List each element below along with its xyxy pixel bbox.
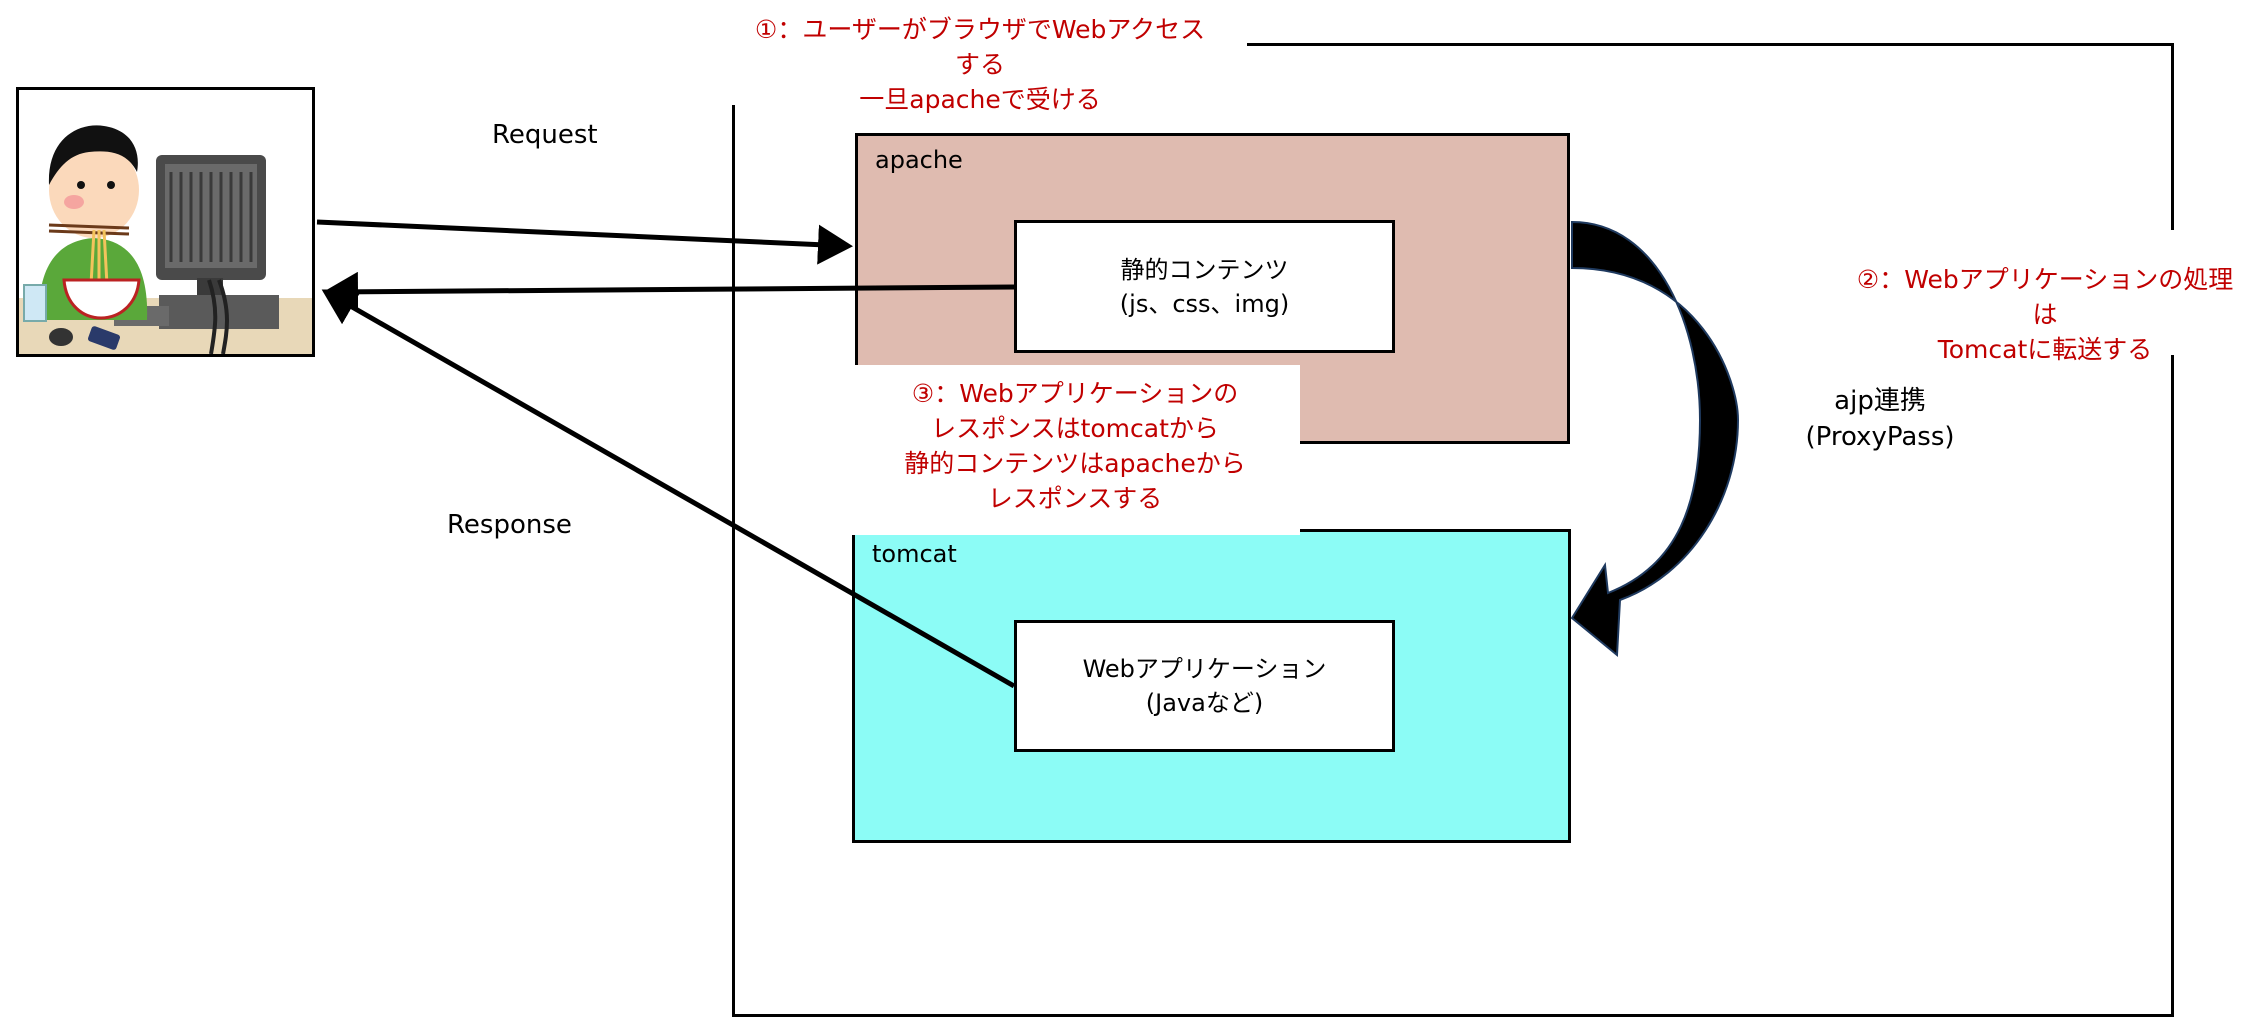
webapp-response-arrow [321, 289, 1016, 689]
response-label: Response [447, 510, 572, 540]
tomcat-title: tomcat [872, 540, 957, 568]
step3-annotation: ③：Webアプリケーションの レスポンスはtomcatから 静的コンテンツはap… [850, 376, 1300, 516]
apache-title: apache [875, 146, 963, 174]
step1-annotation-line1: ①：ユーザーがブラウザでWebアクセスする [754, 15, 1206, 79]
web-application-lang: (Javaなど) [1145, 689, 1264, 717]
ajp-curved-arrow [1570, 220, 1740, 658]
step2-annotation-line1: ②：Webアプリケーションの処理は [1856, 265, 2234, 329]
step2-annotation-line2: Tomcatに転送する [1937, 335, 2153, 364]
static-content-box: 静的コンテンツ (js、css、img) [1014, 220, 1395, 353]
step3-annotation-line4: レスポンスする [987, 484, 1163, 513]
ajp-label: ajp連携 (ProxyPass) [1795, 383, 1965, 455]
step3-annotation-line2: レスポンスはtomcatから [931, 414, 1219, 443]
step1-annotation-line2: 一旦apacheで受ける [859, 85, 1101, 114]
step3-annotation-cover [850, 365, 1300, 535]
ajp-label-line1: ajp連携 [1834, 386, 1926, 416]
server-frame-top [1247, 43, 2174, 46]
web-application-box: Webアプリケーション (Javaなど) [1014, 620, 1395, 752]
web-application-label: Webアプリケーション [1082, 655, 1327, 683]
step1-annotation: ①：ユーザーがブラウザでWebアクセスする 一旦apacheで受ける [745, 12, 1215, 117]
server-frame-left [732, 105, 735, 1017]
step3-annotation-line3: 静的コンテンツはapacheから [904, 449, 1246, 478]
static-content-types: (js、css、img) [1119, 289, 1290, 318]
step3-annotation-line1: ③：Webアプリケーションの [911, 379, 1239, 408]
server-frame-right [2171, 43, 2174, 1017]
server-frame-bottom [732, 1014, 2174, 1017]
static-response-arrow [323, 271, 1015, 312]
step2-annotation-background [1845, 230, 2175, 355]
step2-annotation: ②：Webアプリケーションの処理は Tomcatに転送する [1845, 262, 2243, 367]
static-content-label: 静的コンテンツ [1120, 255, 1289, 284]
request-label: Request [492, 120, 598, 150]
user-at-computer-icon [16, 87, 315, 357]
ajp-label-line2: (ProxyPass) [1805, 422, 1955, 452]
request-arrow [316, 219, 853, 265]
